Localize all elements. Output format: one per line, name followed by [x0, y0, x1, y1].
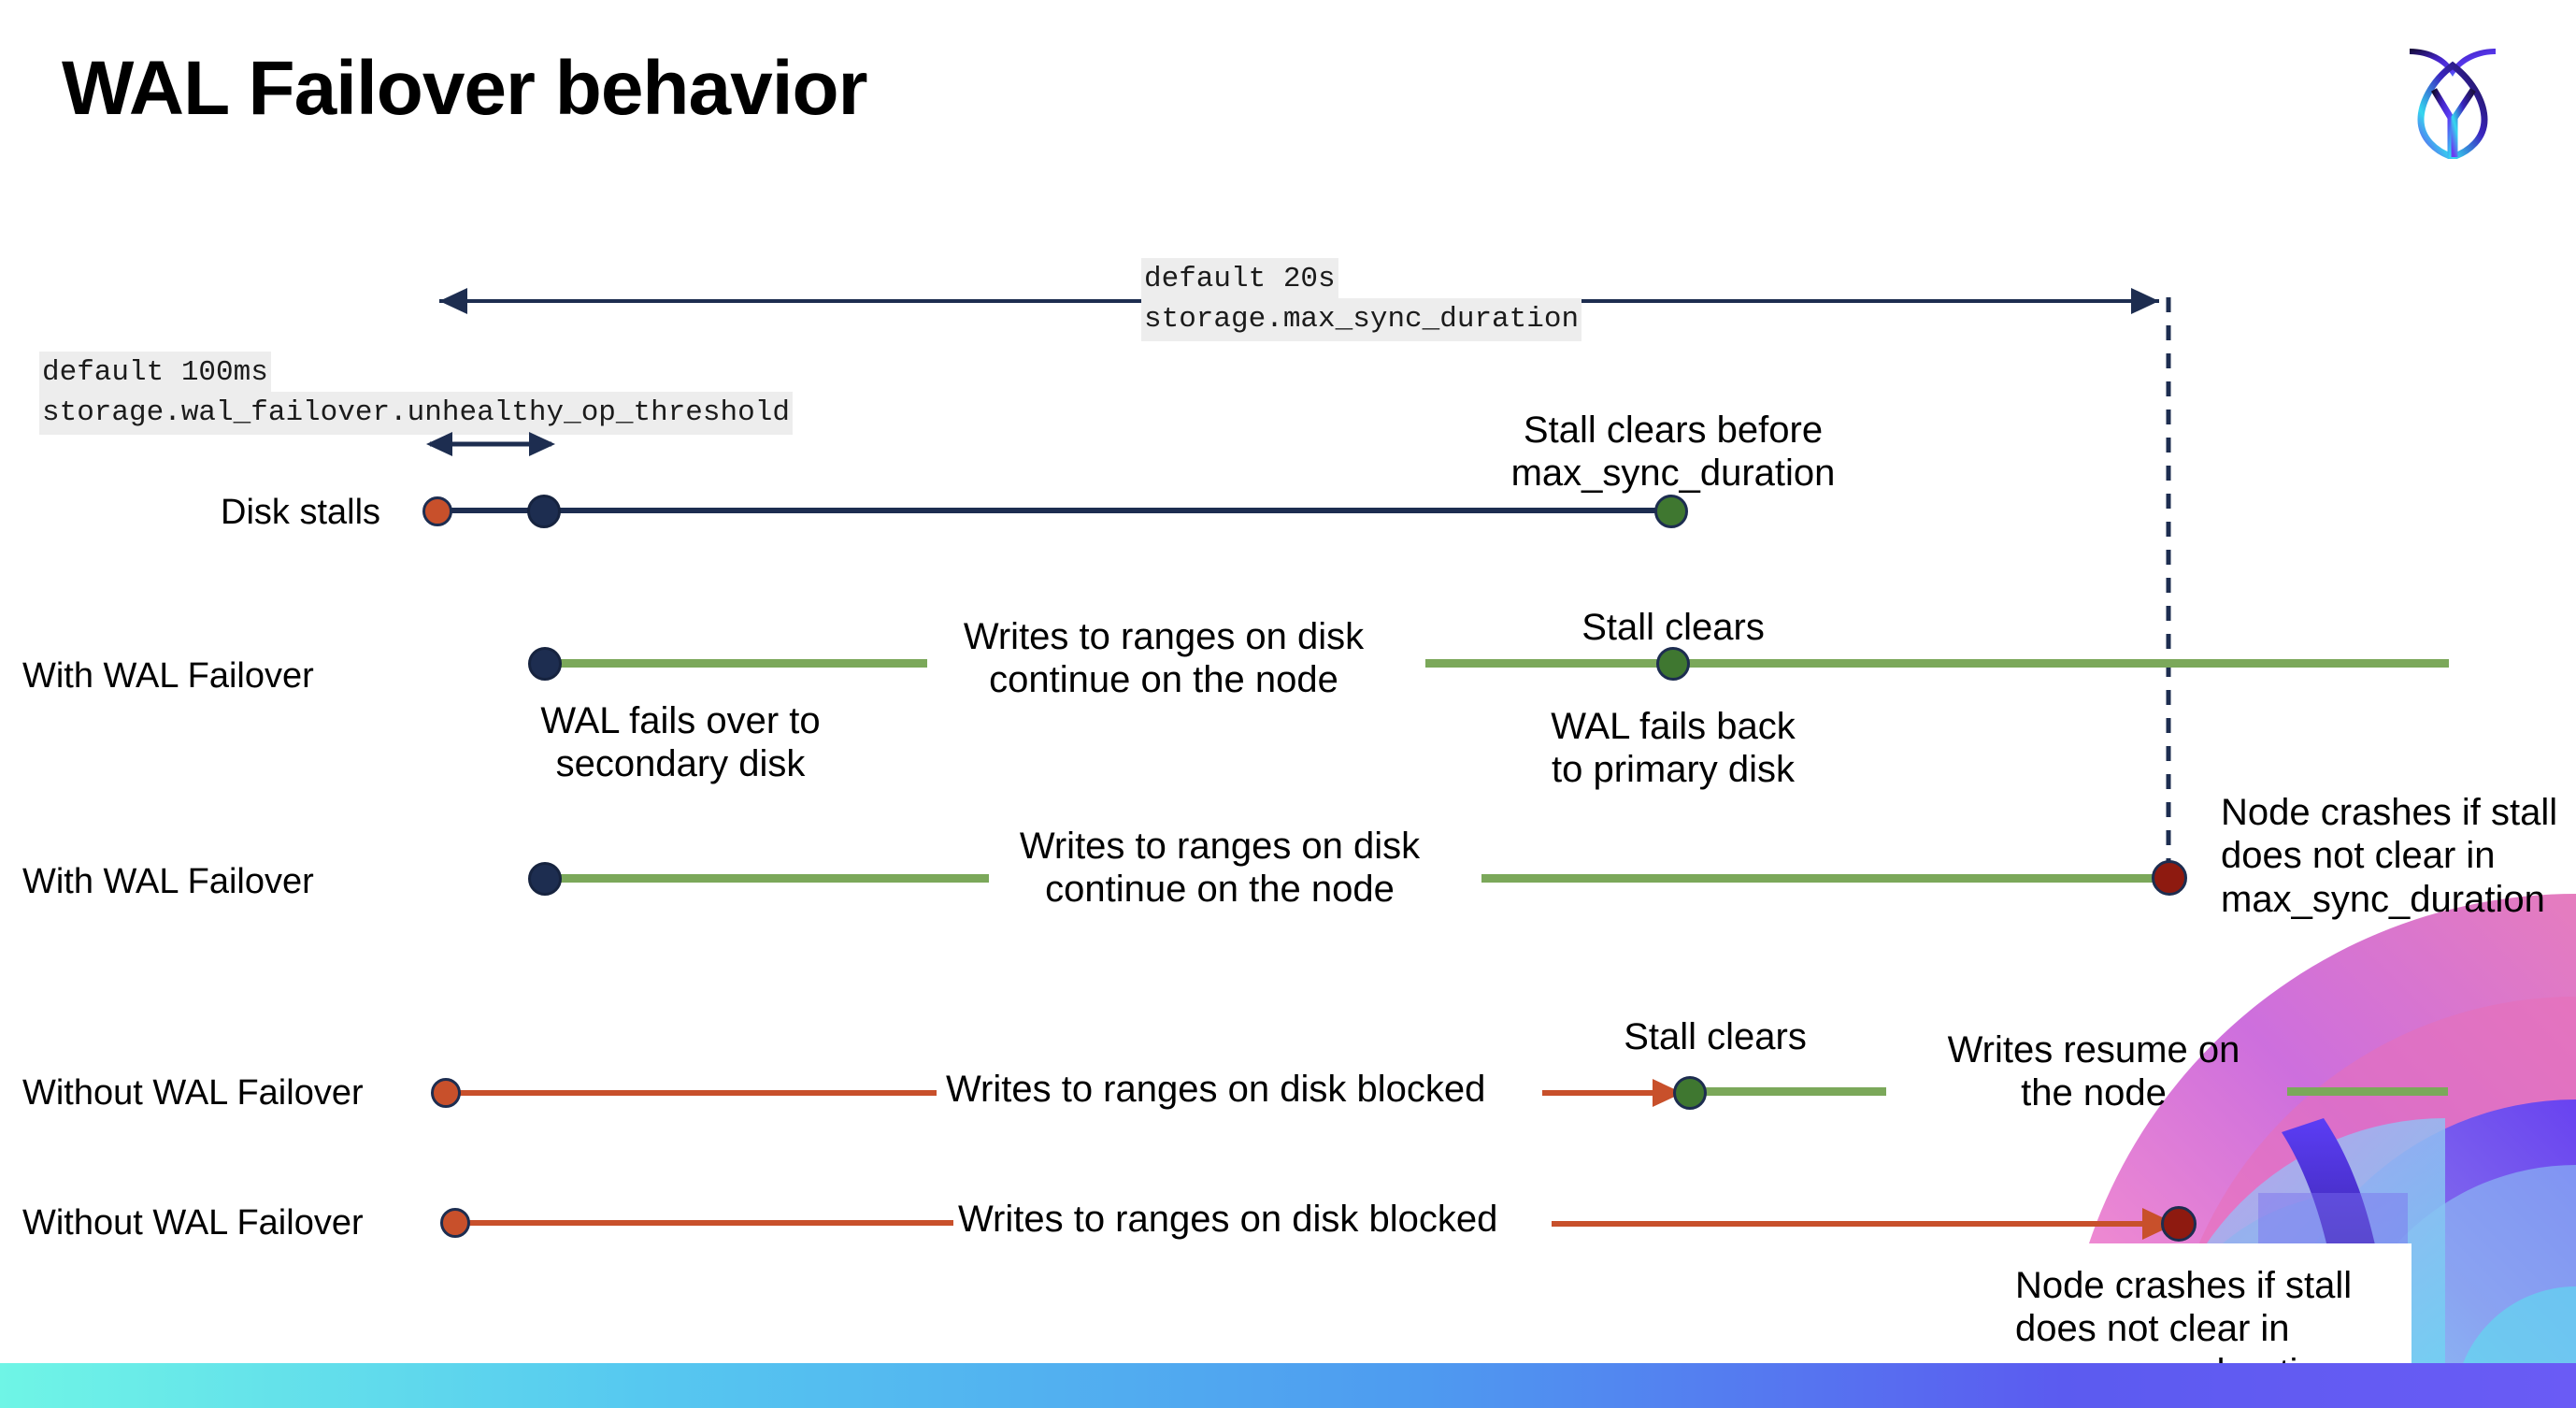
note-stall-clears-row2: Stall clears [1581, 607, 1765, 648]
note-wal-fails-over-line1: WAL fails over to [540, 700, 821, 741]
row2-stall-clears-dot [1656, 647, 1690, 681]
art-mask-left [0, 1290, 1991, 1365]
row3-green-segment-right [1481, 874, 2173, 883]
page-title: WAL Failover behavior [62, 46, 868, 131]
note-stall-clears-before-line2: max_sync_duration [1510, 453, 1836, 495]
row5-red-arrow-to-crash [1552, 1208, 2176, 1240]
row-label-disk-stalls: Disk stalls [221, 493, 381, 532]
note-node-crashes-row3-line2: does not clear in [2221, 835, 2496, 877]
note-writes-continue-row3-line1: Writes to ranges on disk [1019, 826, 1421, 867]
note-writes-blocked-row5: Writes to ranges on disk blocked [958, 1199, 1498, 1240]
note-node-crashes-row3-line3: max_sync_duration [2221, 878, 2545, 920]
row4-red-segment-left [449, 1090, 937, 1096]
row4-stall-start-dot [431, 1078, 461, 1108]
note-stall-clears-before: Stall clears before max_sync_duration [1496, 409, 1851, 496]
note-writes-resume: Writes resume on the node [1925, 1028, 2262, 1115]
row5-node-crash-dot [2161, 1206, 2197, 1242]
note-node-crashes-row3-line1: Node crashes if stall [2221, 792, 2558, 833]
row3-node-crash-dot [2152, 860, 2187, 896]
note-writes-resume-line2: the node [2021, 1072, 2167, 1114]
note-writes-continue-row2-line1: Writes to ranges on disk [963, 616, 1365, 657]
row4-red-arrow-to-clear [1542, 1079, 1682, 1107]
note-writes-continue-row2-line2: continue on the node [989, 659, 1338, 701]
note-wal-fails-back-line1: WAL fails back [1551, 706, 1796, 747]
note-writes-continue-row3-line2: continue on the node [1045, 869, 1395, 911]
bottom-gradient-bar [0, 1363, 2576, 1408]
note-wal-fails-back: WAL fails back to primary disk [1500, 705, 1846, 792]
disk-stall-clear-dot [1654, 495, 1688, 528]
row4-green-segment-resume [2287, 1087, 2448, 1096]
row2-failover-dot [528, 647, 562, 681]
row-label-without-wal-failover-1: Without WAL Failover [22, 1073, 364, 1113]
row2-green-segment-left [542, 659, 927, 668]
row5-stall-start-dot [440, 1208, 470, 1238]
note-writes-resume-line1: Writes resume on [1947, 1029, 2240, 1070]
row4-stall-clears-dot [1673, 1076, 1707, 1110]
note-stall-clears-row4: Stall clears [1624, 1016, 1807, 1057]
row3-failover-dot [528, 862, 562, 896]
row-label-with-wal-failover-1: With WAL Failover [22, 656, 314, 696]
unhealthy-op-default-chip: default 100ms [39, 352, 271, 395]
row-label-with-wal-failover-2: With WAL Failover [22, 862, 314, 901]
row4-green-segment [1699, 1087, 1886, 1096]
cockroachdb-logo-icon [2393, 28, 2512, 161]
row3-green-segment-left [542, 874, 989, 883]
note-node-crashes-row5-line1: Node crashes if stall [2015, 1265, 2353, 1306]
row-label-without-wal-failover-2: Without WAL Failover [22, 1203, 364, 1243]
note-wal-fails-back-line2: to primary disk [1551, 749, 1796, 791]
max-sync-dashed-dropline [2166, 297, 2171, 875]
note-wal-fails-over: WAL fails over to secondary disk [484, 699, 877, 786]
note-node-crashes-row3: Node crashes if stall does not clear in … [2221, 791, 2576, 921]
note-wal-fails-over-line2: secondary disk [555, 743, 806, 785]
note-writes-continue-row2: Writes to ranges on disk continue on the… [944, 615, 1383, 702]
unhealthy-op-threshold-arrow [426, 432, 555, 456]
row2-green-segment-right [1425, 659, 2449, 668]
note-stall-clears-before-line1: Stall clears before [1523, 409, 1824, 451]
note-node-crashes-row5-line2: does not clear in [2015, 1308, 2290, 1350]
note-writes-continue-row3: Writes to ranges on disk continue on the… [1000, 825, 1439, 912]
unhealthy-op-setting-chip: storage.wal_failover.unhealthy_op_thresh… [39, 392, 793, 436]
disk-stall-start-dot [422, 496, 452, 526]
max-sync-default-chip: default 20s [1141, 258, 1338, 302]
row5-red-segment-left [458, 1220, 953, 1226]
max-sync-setting-chip: storage.max_sync_duration [1141, 298, 1582, 342]
note-writes-blocked-row4: Writes to ranges on disk blocked [946, 1069, 1486, 1110]
disk-stall-failover-dot [527, 495, 561, 528]
disk-stalls-line [439, 508, 1671, 513]
